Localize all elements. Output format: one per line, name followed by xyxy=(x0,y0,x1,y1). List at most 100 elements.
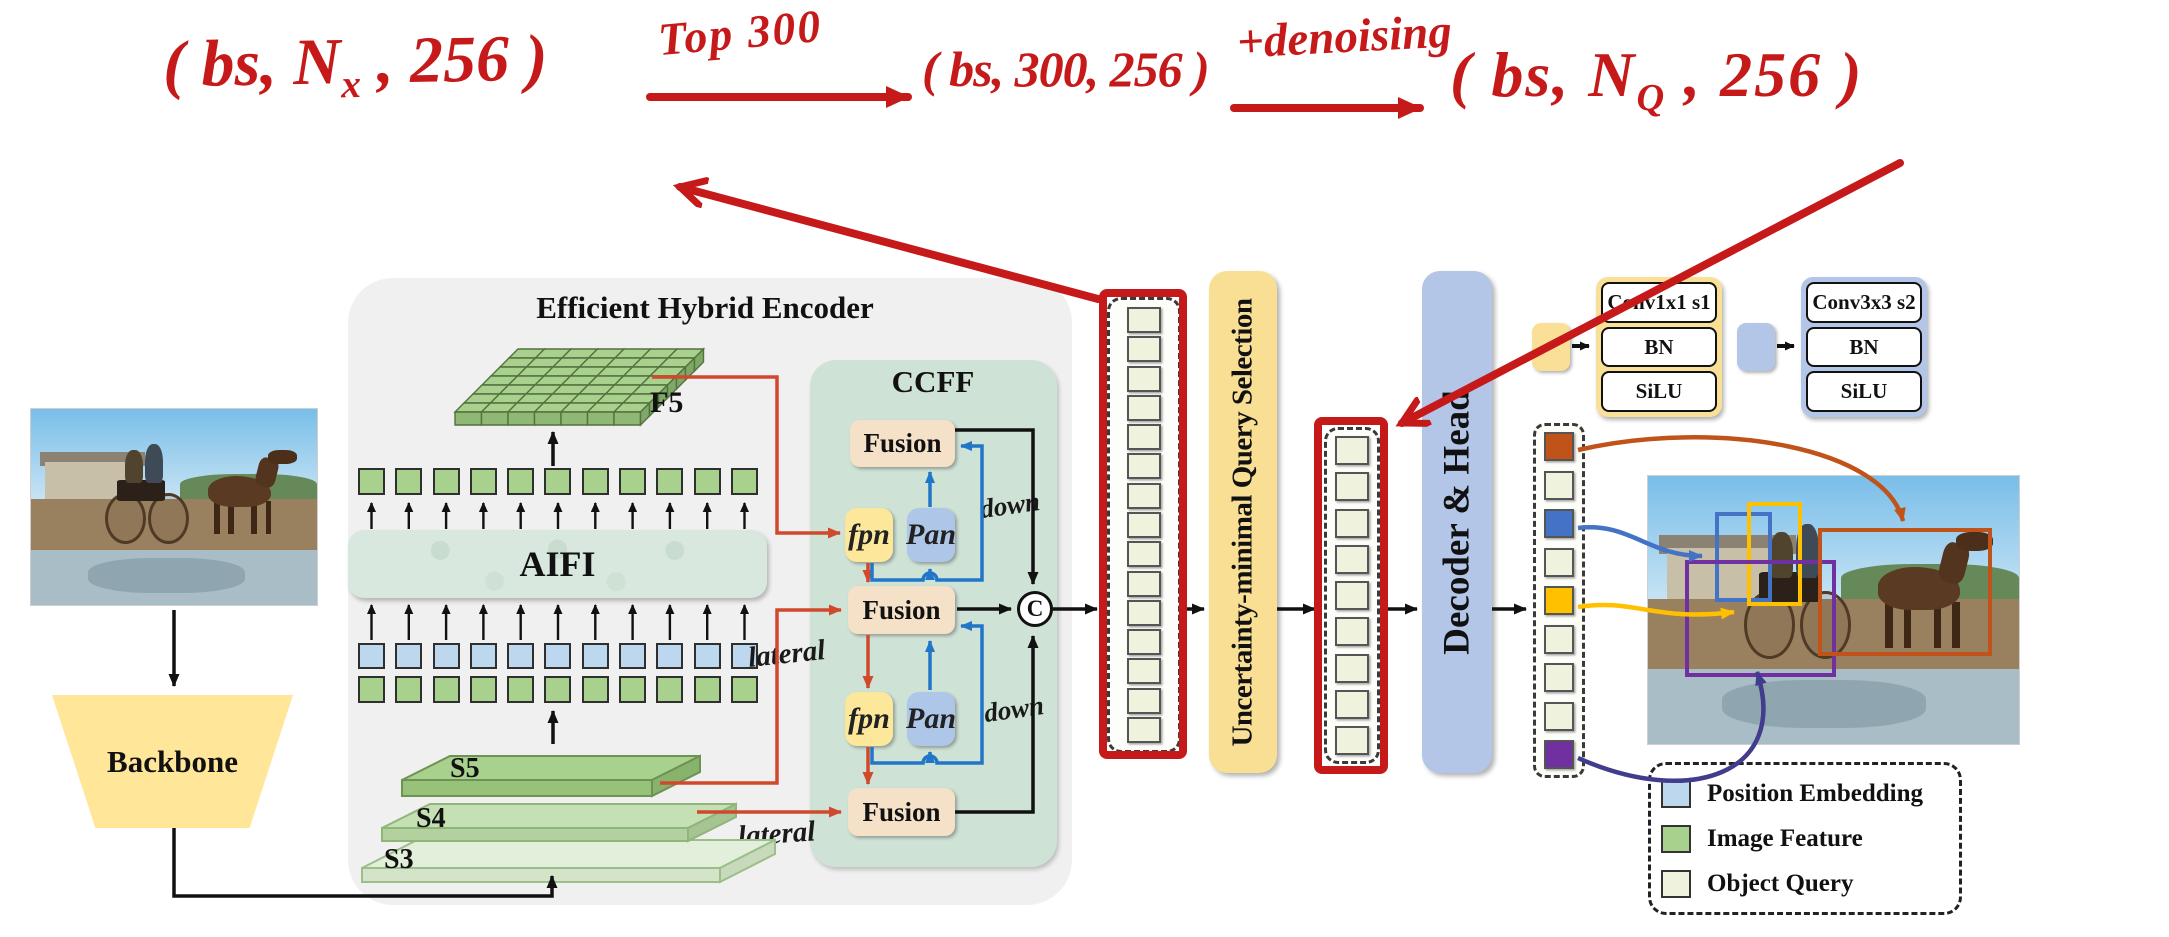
query-token xyxy=(1544,509,1574,538)
query-token xyxy=(1335,472,1369,502)
image-feature-token xyxy=(693,676,721,703)
output-query-column xyxy=(1533,423,1585,778)
pan-box-top: Pan xyxy=(906,508,956,562)
image-feature-token xyxy=(581,468,609,495)
legend-row-object-query: Object Query xyxy=(1661,869,1949,898)
query-token xyxy=(1335,544,1369,574)
conv1x1-row: Conv1x1 s1 xyxy=(1601,282,1717,323)
position-embedding-token xyxy=(581,643,609,669)
position-embedding-token xyxy=(432,643,460,669)
image-feature-token xyxy=(507,468,535,495)
query-token xyxy=(1544,586,1574,615)
legend: Position Embedding Image Feature Object … xyxy=(1648,762,1962,915)
query-token xyxy=(1127,482,1161,509)
handwritten-shape-top300: ( bs, 300, 256 ) xyxy=(922,41,1210,97)
image-feature-token xyxy=(730,676,758,703)
position-embedding-swatch xyxy=(1661,779,1691,808)
query-token xyxy=(1127,629,1161,656)
query-selection-label: Uncertainty-minimal Query Selection xyxy=(1226,297,1259,747)
lateral-note-bottom: lateral xyxy=(736,815,817,853)
decoder-head-label: Decoder & Head xyxy=(1436,389,1478,655)
image-feature-token xyxy=(469,468,497,495)
encoder-query-column xyxy=(1107,297,1181,753)
handwritten-top300-label: Top 300 xyxy=(656,0,825,66)
query-token xyxy=(1127,365,1161,392)
image-feature-token xyxy=(656,676,684,703)
concat-node: C xyxy=(1017,591,1053,627)
image-feature-token xyxy=(358,468,385,495)
decoder-head-bar: Decoder & Head xyxy=(1422,271,1492,773)
position-embedding-token xyxy=(619,643,647,669)
fusion-block-middle: Fusion xyxy=(848,586,955,634)
handwritten-denoising-label: +denoising xyxy=(1235,5,1454,69)
silu-row: SiLU xyxy=(1806,371,1922,413)
legend-row-image-feature: Image Feature xyxy=(1661,824,1949,853)
conv3x3-panel: Conv3x3 s2 BN SiLU xyxy=(1801,277,1927,417)
bn-row: BN xyxy=(1806,326,1922,368)
image-feature-token xyxy=(432,468,460,495)
query-token xyxy=(1544,663,1574,692)
query-token xyxy=(1544,470,1574,500)
image-feature-token xyxy=(730,468,758,495)
query-token xyxy=(1335,436,1369,465)
legend-label: Position Embedding xyxy=(1707,779,1924,807)
query-token xyxy=(1127,307,1161,333)
query-token xyxy=(1127,336,1161,363)
encoder-title: Efficient Hybrid Encoder xyxy=(536,290,874,325)
query-token xyxy=(1127,716,1161,743)
legend-label: Object Query xyxy=(1707,869,1854,897)
image-feature-token xyxy=(469,676,497,703)
query-token xyxy=(1335,689,1369,719)
image-feature-token xyxy=(619,676,647,703)
legend-label: Image Feature xyxy=(1707,824,1863,852)
query-token xyxy=(1127,599,1161,626)
image-feature-swatch xyxy=(1661,824,1691,853)
image-feature-token xyxy=(432,676,460,703)
person-silhouette xyxy=(125,450,143,484)
query-token xyxy=(1335,617,1369,647)
query-token xyxy=(1127,541,1161,568)
image-feature-token xyxy=(507,676,535,703)
bbox-carriage xyxy=(1685,560,1836,677)
image-feature-token xyxy=(581,676,609,703)
query-token xyxy=(1335,581,1369,610)
position-embedding-token xyxy=(656,643,684,669)
query-token xyxy=(1335,508,1369,538)
pan-box-bottom: Pan xyxy=(906,692,956,746)
legend-row-position-embedding: Position Embedding xyxy=(1661,779,1949,808)
conv3x3-row: Conv3x3 s2 xyxy=(1806,282,1922,323)
query-token xyxy=(1127,424,1161,451)
conv1x1-panel: Conv1x1 s1 BN SiLU xyxy=(1596,277,1722,417)
silu-row: SiLU xyxy=(1601,371,1717,413)
position-embedding-token xyxy=(693,643,721,669)
person-silhouette xyxy=(145,444,163,484)
query-token xyxy=(1127,394,1161,421)
fusion-block-top: Fusion xyxy=(850,420,955,467)
object-query-swatch xyxy=(1661,869,1691,898)
position-embedding-token xyxy=(507,643,535,669)
query-token xyxy=(1127,453,1161,480)
image-feature-token xyxy=(656,468,684,495)
position-embedding-token xyxy=(395,643,423,669)
query-token xyxy=(1544,740,1574,769)
position-embedding-token xyxy=(544,643,572,669)
yellow-swatch xyxy=(1532,323,1570,371)
query-token xyxy=(1544,432,1574,461)
fpn-box-bottom: fpn xyxy=(845,692,893,746)
fusion-block-bottom: Fusion xyxy=(848,788,955,836)
image-feature-token xyxy=(395,676,423,703)
query-token xyxy=(1544,701,1574,731)
image-feature-token xyxy=(544,468,572,495)
bbox-horse xyxy=(1818,528,1992,656)
input-image xyxy=(30,408,318,606)
carriage-silhouette xyxy=(116,479,166,502)
query-token xyxy=(1335,726,1369,755)
ccff-title: CCFF xyxy=(891,364,975,399)
position-embedding-token xyxy=(358,643,385,669)
backbone-block: Backbone xyxy=(52,695,293,828)
position-embedding-token xyxy=(469,643,497,669)
query-selection-bar: Uncertainty-minimal Query Selection xyxy=(1209,271,1277,773)
image-feature-token xyxy=(395,468,423,495)
output-image xyxy=(1647,475,2020,745)
